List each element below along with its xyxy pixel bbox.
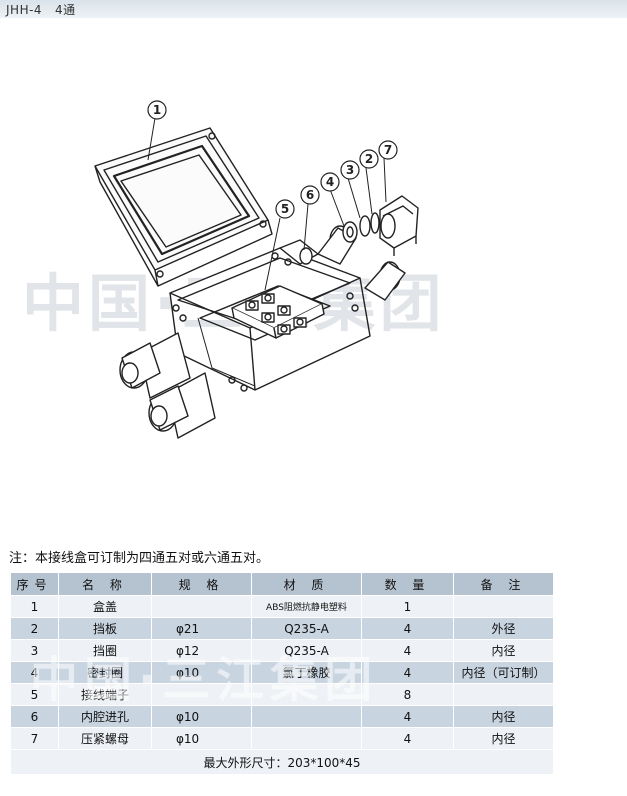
left-glands	[119, 332, 216, 439]
product-title: JHH-4 4通	[6, 3, 76, 17]
cell-qty: 8	[361, 683, 454, 706]
header-no: 序号	[10, 572, 59, 596]
callout-circles	[147, 100, 398, 219]
table-row: 5 接线端子 8	[10, 683, 554, 706]
cell-spec: φ12	[151, 639, 252, 662]
cell-remark: 内径（可订制）	[453, 661, 554, 684]
callout-4: 4	[326, 175, 334, 189]
header-name: 名 称	[58, 572, 152, 596]
table-footer-row: 最大外形尺寸：203*100*45	[10, 749, 554, 775]
callout-3: 3	[346, 163, 354, 177]
cell-qty: 4	[361, 661, 454, 684]
cell-material: Q235-A	[251, 639, 362, 662]
cell-qty: 4	[361, 727, 454, 750]
table-row: 3 挡圈 φ12 Q235-A 4 内径	[10, 639, 554, 662]
cell-material: Q235-A	[251, 617, 362, 640]
max-dimensions: 最大外形尺寸：203*100*45	[10, 749, 554, 775]
cell-no: 4	[10, 661, 59, 684]
cell-material	[251, 683, 362, 706]
cell-no: 5	[10, 683, 59, 706]
lid-part	[94, 127, 273, 287]
table-row: 6 内腔进孔 φ10 4 内径	[10, 705, 554, 728]
cell-remark: 内径	[453, 705, 554, 728]
cell-name: 盒盖	[58, 595, 152, 618]
junction-box-drawing: 1 5 6 4 3 2 7	[94, 100, 419, 439]
cell-material: ABS阻燃抗静电塑料	[251, 595, 362, 618]
table-header-row: 序号 名 称 规 格 材 质 数 量 备 注	[10, 572, 554, 596]
cell-remark	[453, 683, 554, 706]
cell-remark: 外径	[453, 617, 554, 640]
cell-name: 密封圈	[58, 661, 152, 684]
cell-spec: φ21	[151, 617, 252, 640]
header-remark: 备 注	[453, 572, 554, 596]
parts-table: 序号 名 称 规 格 材 质 数 量 备 注 1 盒盖 ABS阻燃抗静电塑料 1…	[10, 572, 554, 775]
terminal-block	[231, 285, 325, 339]
header-qty: 数 量	[361, 572, 454, 596]
cell-name: 压紧螺母	[58, 727, 152, 750]
cell-name: 接线端子	[58, 683, 152, 706]
callout-1: 1	[153, 103, 161, 117]
table-row: 4 密封圈 φ10 氯丁橡胶 4 内径（可订制）	[10, 661, 554, 684]
cell-spec	[151, 683, 252, 706]
cell-name: 挡圈	[58, 639, 152, 662]
callout-2: 2	[365, 152, 373, 166]
table-row: 2 挡板 φ21 Q235-A 4 外径	[10, 617, 554, 640]
header-spec: 规 格	[151, 572, 252, 596]
cell-spec: φ10	[151, 705, 252, 728]
cell-qty: 1	[361, 595, 454, 618]
cell-no: 1	[10, 595, 59, 618]
cell-no: 6	[10, 705, 59, 728]
cell-remark: 内径	[453, 727, 554, 750]
callout-7: 7	[384, 143, 392, 157]
cell-spec: φ10	[151, 727, 252, 750]
table-row: 1 盒盖 ABS阻燃抗静电塑料 1	[10, 595, 554, 618]
callout-6: 6	[306, 188, 314, 202]
cell-no: 2	[10, 617, 59, 640]
inner-hole	[279, 239, 319, 265]
table-row: 7 压紧螺母 φ10 4 内径	[10, 727, 554, 750]
header-material: 材 质	[251, 572, 362, 596]
cell-material	[251, 727, 362, 750]
cell-material: 氯丁橡胶	[251, 661, 362, 684]
title-bar: JHH-4 4通	[0, 0, 627, 18]
cell-no: 7	[10, 727, 59, 750]
cell-qty: 4	[361, 705, 454, 728]
customization-note: 注：本接线盒可订制为四通五对或六通五对。	[9, 551, 270, 566]
cell-remark	[453, 595, 554, 618]
cell-name: 挡板	[58, 617, 152, 640]
gland-parts	[342, 195, 419, 256]
cell-qty: 4	[361, 639, 454, 662]
cell-material	[251, 705, 362, 728]
cell-no: 3	[10, 639, 59, 662]
cell-spec: φ10	[151, 661, 252, 684]
cell-name: 内腔进孔	[58, 705, 152, 728]
cell-spec	[151, 595, 252, 618]
callout-5: 5	[281, 202, 289, 216]
cell-remark: 内径	[453, 639, 554, 662]
cell-qty: 4	[361, 617, 454, 640]
